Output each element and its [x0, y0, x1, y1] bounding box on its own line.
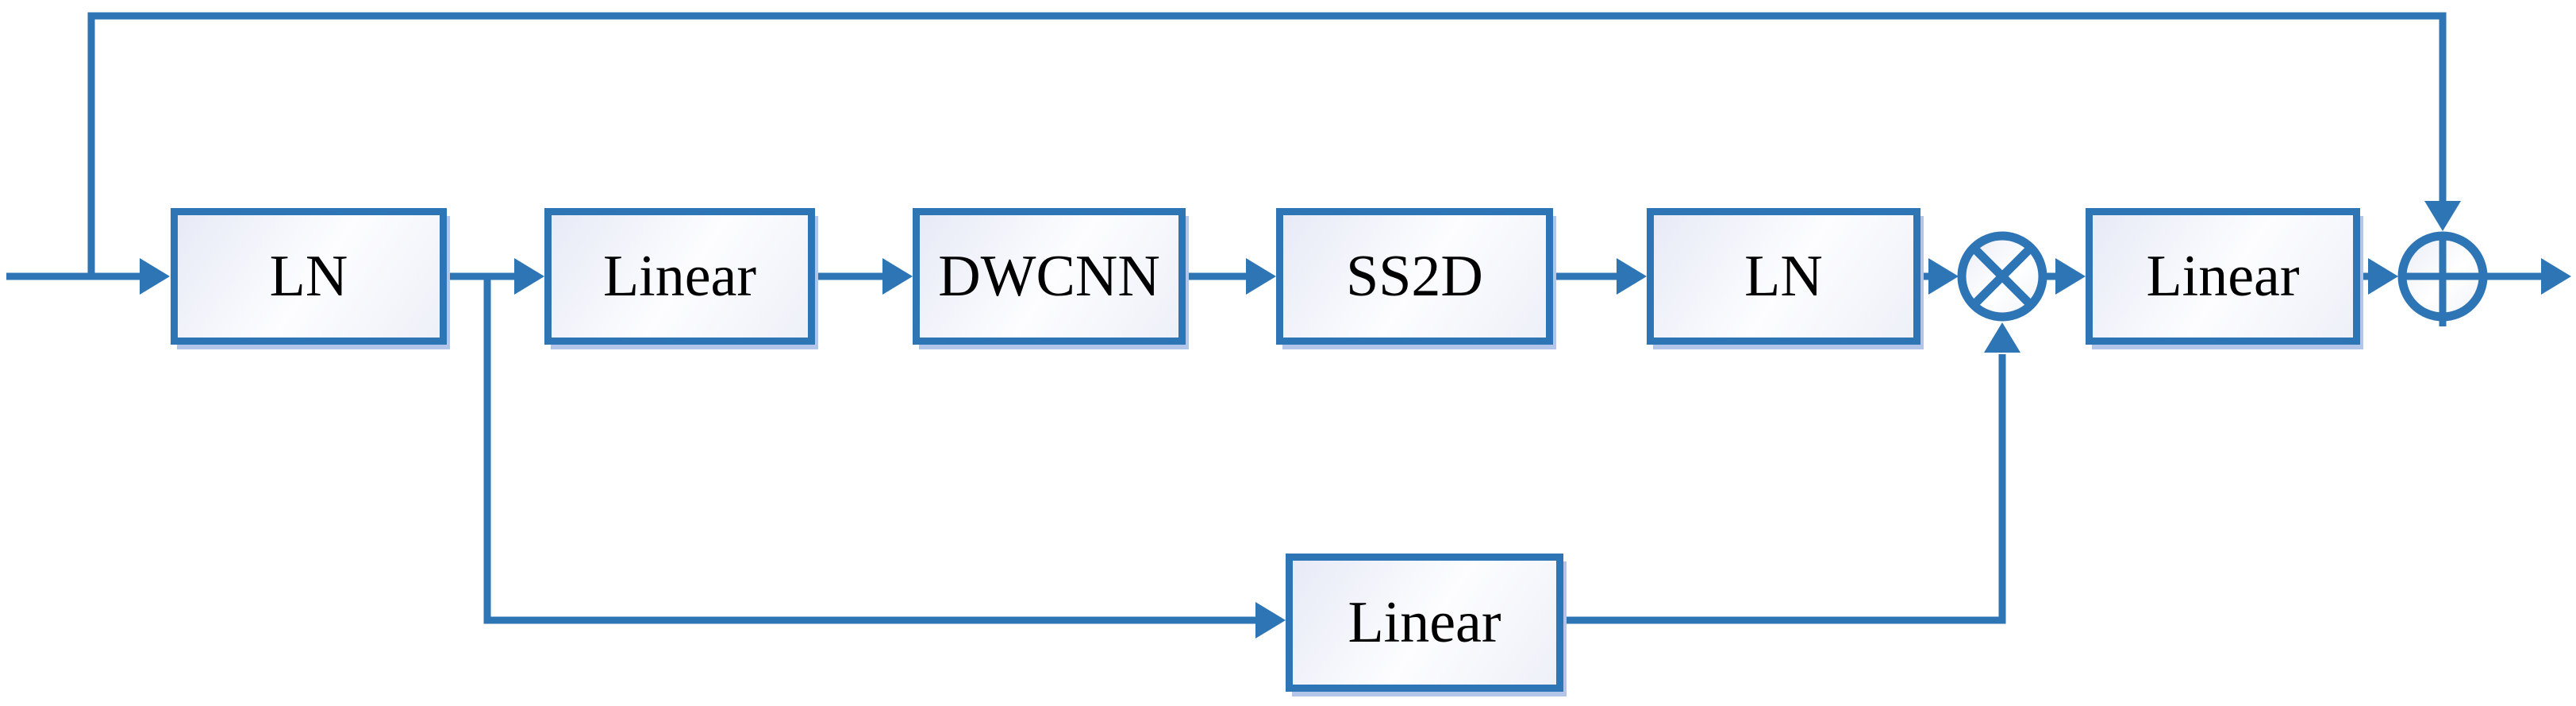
gate-branch-line	[483, 276, 1286, 638]
block-linear-2-label: Linear	[2146, 244, 2300, 309]
block-linear-2: Linear	[2086, 208, 2360, 345]
dwcnn-to-ss2d-arrow	[1186, 258, 1276, 295]
add-icon	[2397, 231, 2488, 326]
ln2-to-multiply-arrow	[1920, 258, 1959, 295]
block-linear-1-label: Linear	[602, 244, 757, 309]
block-ss2d-label: SS2D	[1346, 244, 1483, 309]
linear1-to-dwcnn-arrow	[815, 258, 913, 295]
output-arrow	[2485, 258, 2571, 295]
block-linear-1: Linear	[544, 208, 815, 345]
block-ln-2-label: LN	[1744, 244, 1823, 309]
multiply-icon	[1957, 231, 2047, 322]
ln1-to-linear1-arrow	[447, 258, 544, 295]
block-gate-linear: Linear	[1286, 554, 1563, 692]
block-gate-linear-label: Linear	[1348, 590, 1501, 655]
multiply-to-linear2-arrow	[2047, 258, 2086, 295]
block-ln-2: LN	[1647, 208, 1920, 345]
block-ss2d: SS2D	[1276, 208, 1553, 345]
input-arrow	[6, 258, 170, 295]
block-ln-1-label: LN	[269, 244, 348, 309]
gate-to-multiply-arrow	[1565, 322, 2020, 624]
block-dwcnn-label: DWCNN	[938, 244, 1160, 309]
residual-skip-connection	[87, 12, 2461, 276]
block-dwcnn: DWCNN	[913, 208, 1186, 345]
linear2-to-add-arrow	[2360, 258, 2398, 295]
ss2d-to-ln2-arrow	[1553, 258, 1647, 295]
block-ln-1: LN	[171, 208, 447, 345]
